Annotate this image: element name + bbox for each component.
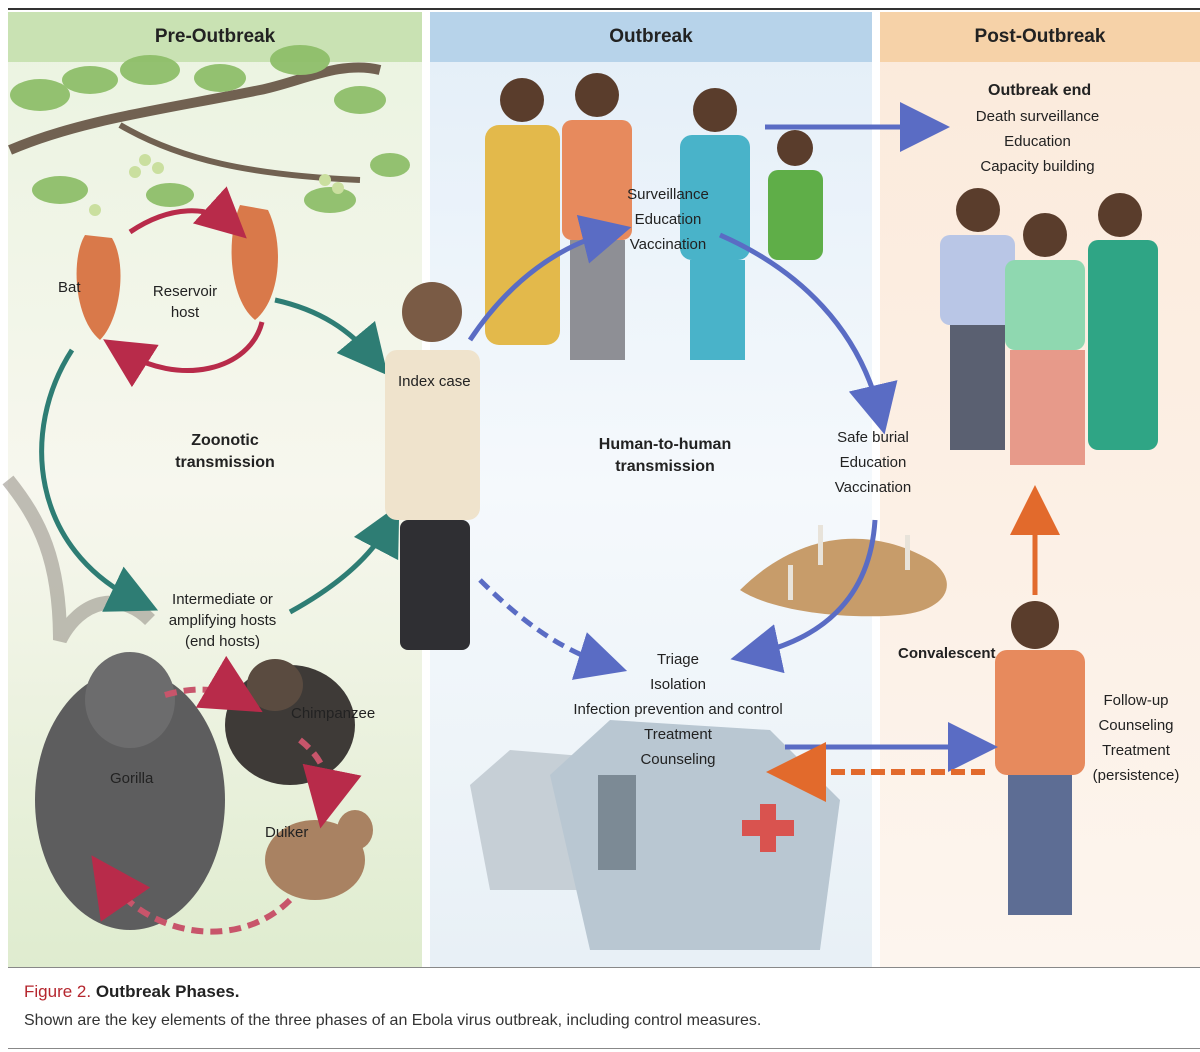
followup-line-2: Counseling: [1082, 713, 1190, 738]
pre-outbreak-panel: Pre-Outbreak: [8, 12, 422, 967]
figure-caption-title: Figure 2. Outbreak Phases.: [24, 982, 239, 1002]
surveillance-measures-label: Surveillance Education Vaccination: [608, 182, 728, 257]
duiker-label: Duiker: [265, 820, 308, 845]
bat-label: Bat: [58, 275, 81, 300]
outbreak-title: Outbreak: [430, 12, 872, 62]
index-case-label: Index case: [398, 369, 471, 394]
treatment-measure-1: Triage: [548, 647, 808, 672]
reservoir-line-1: Reservoir: [140, 281, 230, 302]
treatment-measures-label: Triage Isolation Infection prevention an…: [548, 647, 808, 772]
chimpanzee-label: Chimpanzee: [291, 701, 375, 726]
human-to-human-label: Human-to-human transmission: [580, 434, 750, 478]
safe-burial-measures-label: Safe burial Education Vaccination: [815, 425, 931, 500]
outbreak-end-label: Outbreak end: [988, 78, 1091, 103]
end-measure-2: Education: [955, 129, 1120, 154]
pre-outbreak-title: Pre-Outbreak: [8, 12, 422, 62]
intermediate-line-2: amplifying hosts: [150, 610, 295, 631]
zoonotic-line-2: transmission: [150, 452, 300, 474]
burial-measure-1: Safe burial: [815, 425, 931, 450]
post-outbreak-title: Post-Outbreak: [880, 12, 1200, 62]
zoonotic-transmission-label: Zoonotic transmission: [150, 430, 300, 474]
intermediate-line-1: Intermediate or: [150, 589, 295, 610]
end-measure-1: Death surveillance: [955, 104, 1120, 129]
gorilla-label: Gorilla: [110, 766, 153, 791]
treatment-measure-4: Treatment: [548, 722, 808, 747]
intermediate-hosts-label: Intermediate or amplifying hosts (end ho…: [150, 589, 295, 652]
burial-measure-2: Education: [815, 450, 931, 475]
bottom-rule: [8, 1048, 1200, 1049]
intermediate-line-3: (end hosts): [150, 631, 295, 652]
followup-line-1: Follow-up: [1082, 688, 1190, 713]
treatment-measure-2: Isolation: [548, 672, 808, 697]
burial-measure-3: Vaccination: [815, 475, 931, 500]
community-measure-3: Vaccination: [608, 232, 728, 257]
followup-measures-label: Follow-up Counseling Treatment (persiste…: [1082, 688, 1190, 788]
end-measure-3: Capacity building: [955, 154, 1120, 179]
followup-line-3: Treatment: [1082, 738, 1190, 763]
treatment-measure-3: Infection prevention and control: [548, 697, 808, 722]
zoonotic-line-1: Zoonotic: [150, 430, 300, 452]
figure-number: Figure 2.: [24, 982, 91, 1001]
figure-title: Outbreak Phases.: [96, 982, 240, 1001]
treatment-measure-5: Counseling: [548, 747, 808, 772]
community-measure-2: Education: [608, 207, 728, 232]
outbreak-panel: Outbreak: [430, 12, 872, 967]
community-measure-1: Surveillance: [608, 182, 728, 207]
human-transmission-line-2: transmission: [580, 456, 750, 478]
outbreak-end-measures-label: Death surveillance Education Capacity bu…: [955, 104, 1120, 179]
figure-caption-body: Shown are the key elements of the three …: [24, 1012, 761, 1030]
reservoir-line-2: host: [140, 302, 230, 323]
caption-divider: [8, 967, 1200, 968]
convalescent-label: Convalescent: [898, 641, 996, 666]
human-transmission-line-1: Human-to-human: [580, 434, 750, 456]
followup-line-4: (persistence): [1082, 763, 1190, 788]
reservoir-host-label: Reservoir host: [140, 281, 230, 323]
